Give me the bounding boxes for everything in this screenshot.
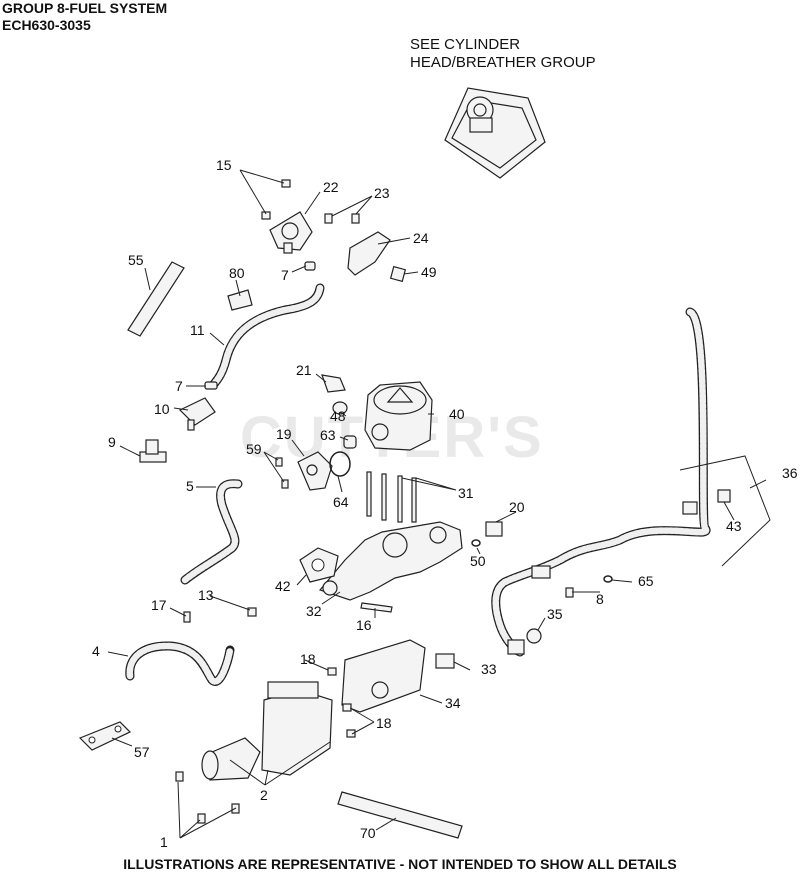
callout-20: 20 [509, 499, 525, 515]
washer-65[interactable] [603, 575, 613, 583]
callout-7-upper: 7 [281, 267, 289, 283]
fuel-rail-adapter-19[interactable] [297, 451, 333, 491]
callout-17: 17 [151, 597, 167, 613]
studs-31[interactable] [366, 471, 417, 523]
fuel-hose-5[interactable] [180, 479, 243, 585]
callout-11: 11 [190, 322, 205, 338]
callout-59: 59 [246, 441, 262, 457]
callout-36: 36 [782, 465, 798, 481]
callout-40: 40 [449, 406, 465, 422]
reference-note-line2: HEAD/BREATHER GROUP [410, 54, 596, 71]
cylinder-head-reference [444, 87, 546, 179]
callout-labels: 15 22 23 24 49 7 55 80 11 7 10 9 5 21 48… [92, 157, 798, 850]
callout-43: 43 [726, 518, 742, 534]
shutoff-valve-9[interactable] [139, 439, 167, 463]
callout-57: 57 [134, 744, 150, 760]
callout-2: 2 [260, 787, 268, 803]
wiring-harness-36[interactable] [491, 307, 711, 657]
screw-17[interactable] [183, 611, 191, 623]
connector-43[interactable] [717, 489, 731, 503]
model-number: ECH630-3035 [2, 17, 91, 33]
nut-35[interactable] [526, 628, 542, 644]
clip-80[interactable] [227, 289, 253, 311]
callout-50: 50 [470, 553, 486, 569]
callout-48: 48 [330, 408, 346, 424]
screw-15[interactable] [261, 179, 291, 220]
screws-59[interactable] [275, 457, 289, 489]
callout-18-upper: 18 [300, 651, 316, 667]
callout-63: 63 [320, 427, 336, 443]
nut-49[interactable] [389, 265, 407, 283]
callout-1: 1 [160, 834, 168, 850]
callout-15: 15 [216, 157, 232, 173]
sensor-20[interactable] [485, 521, 503, 537]
callout-24: 24 [413, 230, 429, 246]
fuel-filter-10[interactable] [178, 397, 216, 431]
clamp-7-upper[interactable] [304, 261, 316, 271]
callout-18-lower: 18 [376, 715, 392, 731]
gasket-42[interactable] [299, 547, 339, 583]
sensor-33[interactable] [435, 653, 455, 669]
clamp-7-lower[interactable] [204, 381, 218, 390]
callout-8: 8 [596, 591, 604, 607]
callout-4: 4 [92, 643, 100, 659]
spacer-48[interactable] [332, 401, 348, 415]
intake-manifold-32[interactable] [318, 521, 463, 601]
callout-7-lower: 7 [175, 378, 183, 394]
callout-64: 64 [333, 494, 349, 510]
mounting-screws-1[interactable] [175, 771, 240, 824]
throttle-body-40[interactable] [364, 381, 433, 451]
bracket-24[interactable] [347, 231, 391, 276]
fuel-line-55[interactable] [127, 261, 185, 337]
page-title: GROUP 8-FUEL SYSTEM [2, 0, 168, 16]
disclaimer-footer: ILLUSTRATIONS ARE REPRESENTATIVE - NOT I… [123, 856, 677, 872]
callout-35: 35 [547, 606, 563, 622]
o-ring-64[interactable] [329, 451, 351, 477]
callout-5: 5 [186, 478, 194, 494]
bolt-16[interactable] [360, 602, 393, 613]
callout-9: 9 [108, 434, 116, 450]
callout-33: 33 [481, 661, 497, 677]
screw-13[interactable] [247, 607, 257, 617]
callout-21: 21 [296, 362, 312, 378]
callout-16: 16 [356, 617, 372, 633]
callout-13: 13 [198, 587, 214, 603]
bracket-21[interactable] [321, 374, 346, 393]
fuel-hose-11[interactable] [209, 283, 325, 389]
fuel-pump-22[interactable] [269, 211, 313, 254]
fuel-line-4[interactable] [125, 641, 235, 686]
leader-lines [107, 169, 771, 839]
washer-50[interactable] [471, 539, 481, 547]
callout-70: 70 [360, 825, 376, 841]
callout-10: 10 [154, 401, 170, 417]
callout-31: 31 [458, 485, 474, 501]
callout-34: 34 [445, 695, 461, 711]
callout-42: 42 [275, 578, 291, 594]
bracket-57[interactable] [78, 721, 132, 751]
callout-23: 23 [374, 185, 390, 201]
reference-note-line1: SEE CYLINDER [410, 36, 521, 53]
bolt-23[interactable] [324, 213, 360, 224]
callout-80: 80 [229, 265, 245, 281]
callout-55: 55 [128, 252, 144, 268]
screws-18[interactable] [327, 667, 356, 738]
callout-65: 65 [638, 573, 654, 589]
fuel-pump-module-2[interactable] [201, 681, 333, 781]
screw-8[interactable] [565, 587, 574, 598]
callout-49: 49 [421, 264, 437, 280]
callout-19: 19 [276, 426, 292, 442]
callout-32: 32 [306, 603, 322, 619]
fuel-line-70[interactable] [337, 791, 463, 839]
callout-22: 22 [323, 179, 339, 195]
sensor-63[interactable] [343, 435, 357, 449]
ecu-bracket-34[interactable] [341, 639, 426, 713]
